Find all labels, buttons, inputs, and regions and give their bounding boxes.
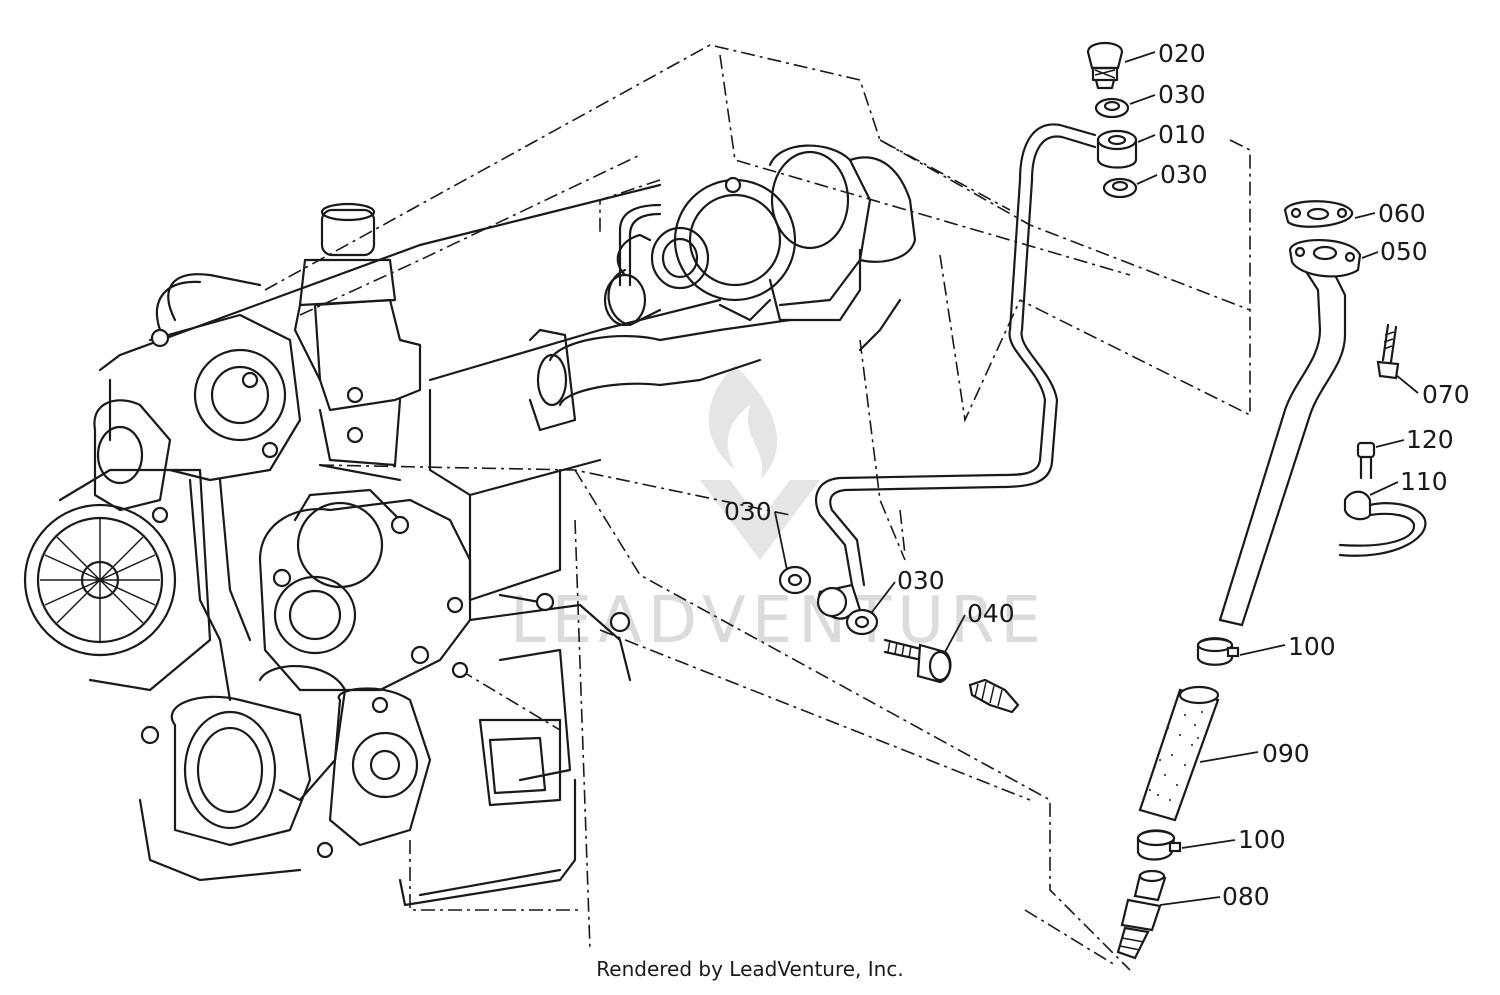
label-070: 070 bbox=[1422, 380, 1470, 409]
part-040-banjo-bolt bbox=[883, 638, 952, 684]
callouts: 020 030 010 030 060 050 070 120 110 030 … bbox=[724, 39, 1470, 911]
part-100-hose-clamp-upper bbox=[1196, 637, 1240, 666]
label-060: 060 bbox=[1378, 199, 1426, 228]
label-030-upper: 030 bbox=[1158, 80, 1206, 109]
part-090-hose bbox=[1138, 685, 1220, 822]
label-100-upper: 100 bbox=[1288, 632, 1336, 661]
label-120: 120 bbox=[1406, 425, 1454, 454]
oil-delivery-pipe bbox=[815, 123, 1097, 587]
part-060-gasket bbox=[1283, 200, 1354, 228]
oil-return-pipe bbox=[1218, 268, 1347, 627]
lower-banjo-eye bbox=[816, 583, 862, 620]
label-100-lower: 100 bbox=[1238, 825, 1286, 854]
part-030-washer-lower bbox=[1102, 177, 1138, 199]
label-110: 110 bbox=[1400, 467, 1448, 496]
label-080: 080 bbox=[1222, 882, 1270, 911]
label-030-left: 030 bbox=[724, 497, 772, 526]
oil-pressure-switch bbox=[968, 678, 1020, 714]
part-080-union bbox=[1116, 869, 1167, 960]
credit-text: Rendered by LeadVenture, Inc. bbox=[596, 957, 904, 981]
part-010-banjo-fitting bbox=[1096, 129, 1138, 169]
label-030-lower: 030 bbox=[1160, 160, 1208, 189]
part-070-bolt bbox=[1376, 323, 1400, 380]
turbocharger bbox=[528, 144, 917, 432]
part-030-washer-upper bbox=[1094, 97, 1130, 119]
part-020-banjo-bolt bbox=[1086, 41, 1124, 90]
label-040: 040 bbox=[967, 599, 1015, 628]
label-090: 090 bbox=[1262, 739, 1310, 768]
label-020: 020 bbox=[1158, 39, 1206, 68]
label-010: 010 bbox=[1158, 120, 1206, 149]
label-050: 050 bbox=[1380, 237, 1428, 266]
part-110-clamp bbox=[1338, 490, 1427, 557]
part-030-washer-right bbox=[845, 608, 879, 636]
engine-block bbox=[23, 44, 1251, 971]
part-120-bolt bbox=[1356, 441, 1376, 480]
hose-texture bbox=[1149, 711, 1203, 801]
label-030-right: 030 bbox=[897, 566, 945, 595]
part-030-washer-left bbox=[778, 565, 812, 595]
part-050-flange bbox=[1288, 239, 1362, 278]
part-100-hose-clamp-lower bbox=[1136, 829, 1182, 861]
